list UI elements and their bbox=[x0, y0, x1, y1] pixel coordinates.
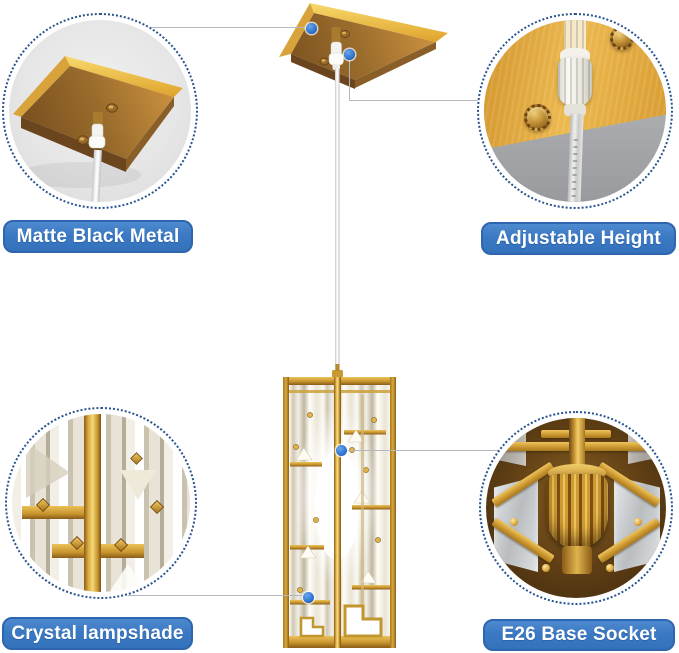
gold-pin bbox=[606, 564, 614, 572]
ceiling-canopy bbox=[279, 3, 448, 89]
feature-circle-e26-base-socket bbox=[479, 411, 673, 605]
socket-stem bbox=[562, 546, 592, 574]
label-matte-black-metal: Matte Black Metal bbox=[3, 220, 193, 253]
leader-line-crystal-lampshade bbox=[128, 595, 308, 596]
canopy-screw-top bbox=[610, 26, 634, 50]
gold-center-post bbox=[84, 414, 101, 592]
socket-ribbed-body bbox=[546, 474, 608, 548]
leader-line-adjustable-height bbox=[349, 100, 481, 101]
canopy-photo bbox=[9, 20, 191, 202]
leader-line-matte-black-metal bbox=[150, 27, 311, 28]
label-adjustable-height: Adjustable Height bbox=[481, 222, 676, 255]
crystal-shade bbox=[283, 364, 396, 648]
hanging-cord bbox=[335, 68, 340, 380]
leader-line-adjustable-height-vertical bbox=[349, 58, 350, 101]
cord-grip-collar bbox=[564, 104, 586, 116]
gold-pin bbox=[510, 518, 518, 526]
socket-photo bbox=[486, 418, 666, 598]
leader-line-e26-base-socket bbox=[345, 450, 503, 451]
callout-dot-adjustable-height bbox=[344, 49, 355, 60]
canopy-screw bbox=[524, 104, 551, 131]
label-crystal-lampshade: Crystal lampshade bbox=[2, 617, 193, 650]
gold-frame-bar bbox=[22, 506, 84, 519]
cord-grip-photo bbox=[484, 20, 666, 202]
canopy-close-up-drawing bbox=[13, 56, 183, 202]
cord-grip-body bbox=[558, 58, 592, 106]
gold-pin bbox=[634, 518, 642, 526]
cable-print-marks bbox=[571, 133, 578, 202]
feature-circle-matte-black-metal bbox=[2, 13, 198, 209]
callout-dot-matte-black-metal bbox=[306, 23, 317, 34]
callout-dot-e26-base-socket bbox=[336, 445, 347, 456]
callout-dot-crystal-lampshade bbox=[303, 592, 314, 603]
socket-rod bbox=[569, 418, 585, 476]
clear-cable bbox=[567, 113, 584, 202]
label-e26-base-socket: E26 Base Socket bbox=[483, 619, 675, 651]
feature-circle-crystal-lampshade bbox=[5, 407, 197, 599]
feature-circle-adjustable-height bbox=[477, 13, 673, 209]
gold-pin bbox=[542, 564, 550, 572]
crystal-photo bbox=[12, 414, 190, 592]
